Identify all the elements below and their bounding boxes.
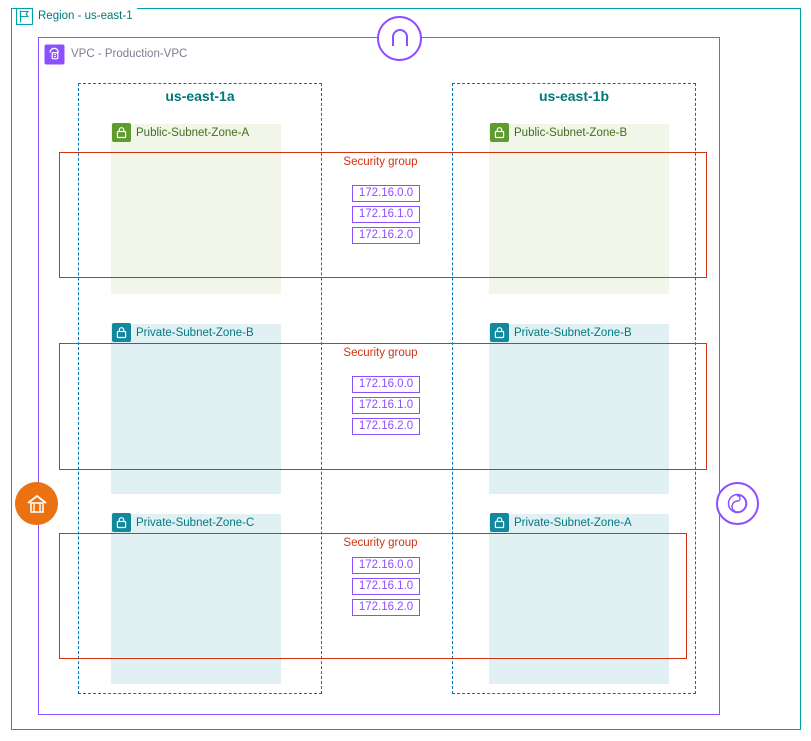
subnet-label-text: Private-Subnet-Zone-B bbox=[136, 326, 254, 339]
subnet-bg-private-a2 bbox=[111, 514, 281, 684]
region-label: Region - us-east-1 bbox=[15, 7, 137, 25]
security-group-title-2: Security group bbox=[328, 347, 433, 359]
private-subnet-icon bbox=[112, 323, 131, 342]
cidr-block[interactable]: 172.16.1.0 bbox=[352, 206, 420, 223]
private-subnet-icon bbox=[490, 513, 509, 532]
vpc-icon bbox=[44, 44, 65, 65]
subnet-bg-private-b2 bbox=[489, 514, 669, 684]
subnet-label-text: Public-Subnet-Zone-A bbox=[136, 126, 250, 139]
cidr-block[interactable]: 172.16.2.0 bbox=[352, 227, 420, 244]
region-label-text: Region - us-east-1 bbox=[38, 10, 133, 22]
security-group-box-3 bbox=[59, 533, 687, 659]
internet-gateway-icon[interactable] bbox=[377, 16, 422, 61]
subnet-label-text: Public-Subnet-Zone-B bbox=[514, 126, 628, 139]
cidr-block[interactable]: 172.16.1.0 bbox=[352, 578, 420, 595]
az-title-us-east-1a: us-east-1a bbox=[165, 88, 235, 104]
vpc-endpoint-icon[interactable] bbox=[716, 482, 759, 525]
subnet-label-private-subnet-zone-b-a[interactable]: Private-Subnet-Zone-B bbox=[112, 323, 254, 342]
public-subnet-icon bbox=[490, 123, 509, 142]
subnet-bg-private-a1 bbox=[111, 324, 281, 494]
subnet-label-text: Private-Subnet-Zone-B bbox=[514, 326, 632, 339]
subnet-label-public-subnet-zone-b[interactable]: Public-Subnet-Zone-B bbox=[490, 123, 627, 142]
subnet-label-private-subnet-zone-a[interactable]: Private-Subnet-Zone-A bbox=[490, 513, 632, 532]
subnet-label-text: Private-Subnet-Zone-C bbox=[136, 516, 255, 529]
private-subnet-icon bbox=[490, 323, 509, 342]
region-icon bbox=[15, 7, 34, 25]
region-boundary bbox=[11, 8, 801, 730]
cidr-block[interactable]: 172.16.0.0 bbox=[352, 557, 420, 574]
cidr-block[interactable]: 172.16.1.0 bbox=[352, 397, 420, 414]
az-box-us-east-1b bbox=[452, 83, 696, 694]
subnet-label-private-subnet-zone-b-b[interactable]: Private-Subnet-Zone-B bbox=[490, 323, 632, 342]
vpc-label: VPC - Production-VPC bbox=[44, 43, 192, 65]
subnet-label-text: Private-Subnet-Zone-A bbox=[514, 516, 632, 529]
cidr-block[interactable]: 172.16.2.0 bbox=[352, 418, 420, 435]
vpc-label-text: VPC - Production-VPC bbox=[71, 48, 188, 60]
subnet-bg-private-b1 bbox=[489, 324, 669, 494]
az-box-us-east-1a bbox=[78, 83, 322, 694]
cidr-block[interactable]: 172.16.0.0 bbox=[352, 376, 420, 393]
cidr-block[interactable]: 172.16.2.0 bbox=[352, 599, 420, 616]
subnet-label-public-subnet-zone-a[interactable]: Public-Subnet-Zone-A bbox=[112, 123, 249, 142]
az-title-us-east-1b: us-east-1b bbox=[538, 88, 610, 104]
nat-gateway-icon[interactable] bbox=[15, 482, 58, 525]
private-subnet-icon bbox=[112, 513, 131, 532]
subnet-label-private-subnet-zone-c[interactable]: Private-Subnet-Zone-C bbox=[112, 513, 254, 532]
security-group-box-1 bbox=[59, 152, 707, 278]
security-group-title-3: Security group bbox=[328, 537, 433, 549]
security-group-title-1: Security group bbox=[328, 156, 433, 168]
cidr-block[interactable]: 172.16.0.0 bbox=[352, 185, 420, 202]
security-group-box-2 bbox=[59, 343, 707, 470]
public-subnet-icon bbox=[112, 123, 131, 142]
